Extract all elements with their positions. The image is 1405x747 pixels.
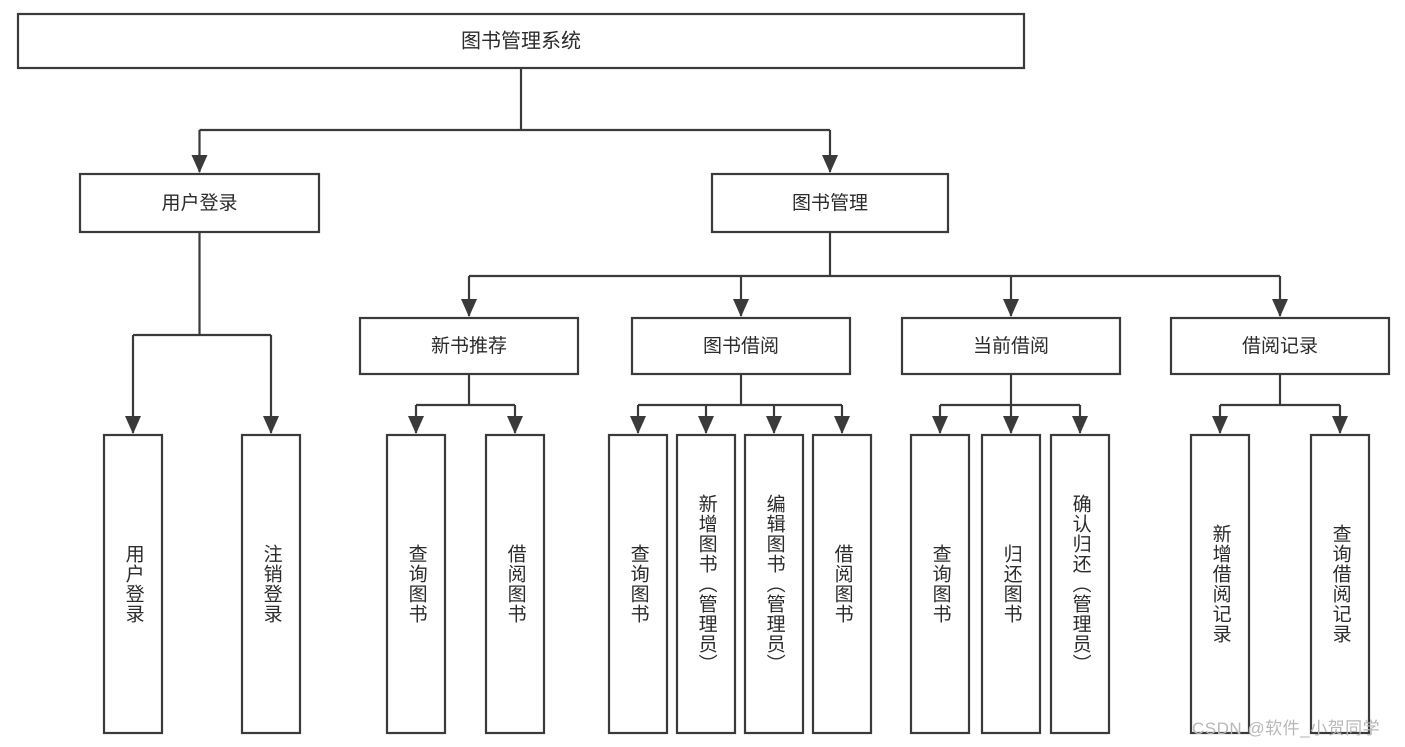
node-box-user-logout	[240, 433, 302, 735]
node-box-query-borrow-record	[1309, 433, 1371, 735]
node-label-user-login: 用户登录	[161, 192, 237, 214]
connectors-layer	[125, 68, 1348, 434]
node-box-book-manage	[710, 172, 950, 234]
node-box-query-book-1	[385, 433, 447, 735]
node-box-new-book-rec	[358, 316, 580, 376]
node-label-new-book-rec: 新书推荐	[431, 335, 507, 357]
node-box-add-book-admin	[675, 433, 737, 735]
node-box-confirm-return-admin	[1049, 433, 1111, 735]
node-box-user-login	[78, 172, 321, 234]
node-box-query-book-2	[607, 433, 669, 735]
node-box-borrow-book-1	[484, 433, 546, 735]
node-label-book-manage: 图书管理	[792, 192, 868, 214]
node-box-root	[16, 12, 1026, 70]
node-box-borrow-record	[1169, 316, 1391, 376]
node-box-edit-book-admin	[743, 433, 805, 735]
boxes-layer	[16, 12, 1391, 735]
node-box-add-borrow-record	[1189, 433, 1251, 735]
node-box-query-book-3	[909, 433, 971, 735]
watermark-text: CSDN @软件_小贺同学	[1192, 719, 1381, 738]
node-box-current-borrow	[900, 316, 1122, 376]
node-label-root: 图书管理系统	[461, 29, 581, 52]
node-label-borrow-record: 借阅记录	[1242, 335, 1318, 357]
node-box-borrow-book-2	[811, 433, 873, 735]
node-box-user-login-do	[102, 433, 164, 735]
node-box-book-borrow	[630, 316, 852, 376]
node-label-current-borrow: 当前借阅	[973, 335, 1049, 357]
node-box-return-book	[980, 433, 1042, 735]
node-label-book-borrow: 图书借阅	[703, 335, 779, 357]
